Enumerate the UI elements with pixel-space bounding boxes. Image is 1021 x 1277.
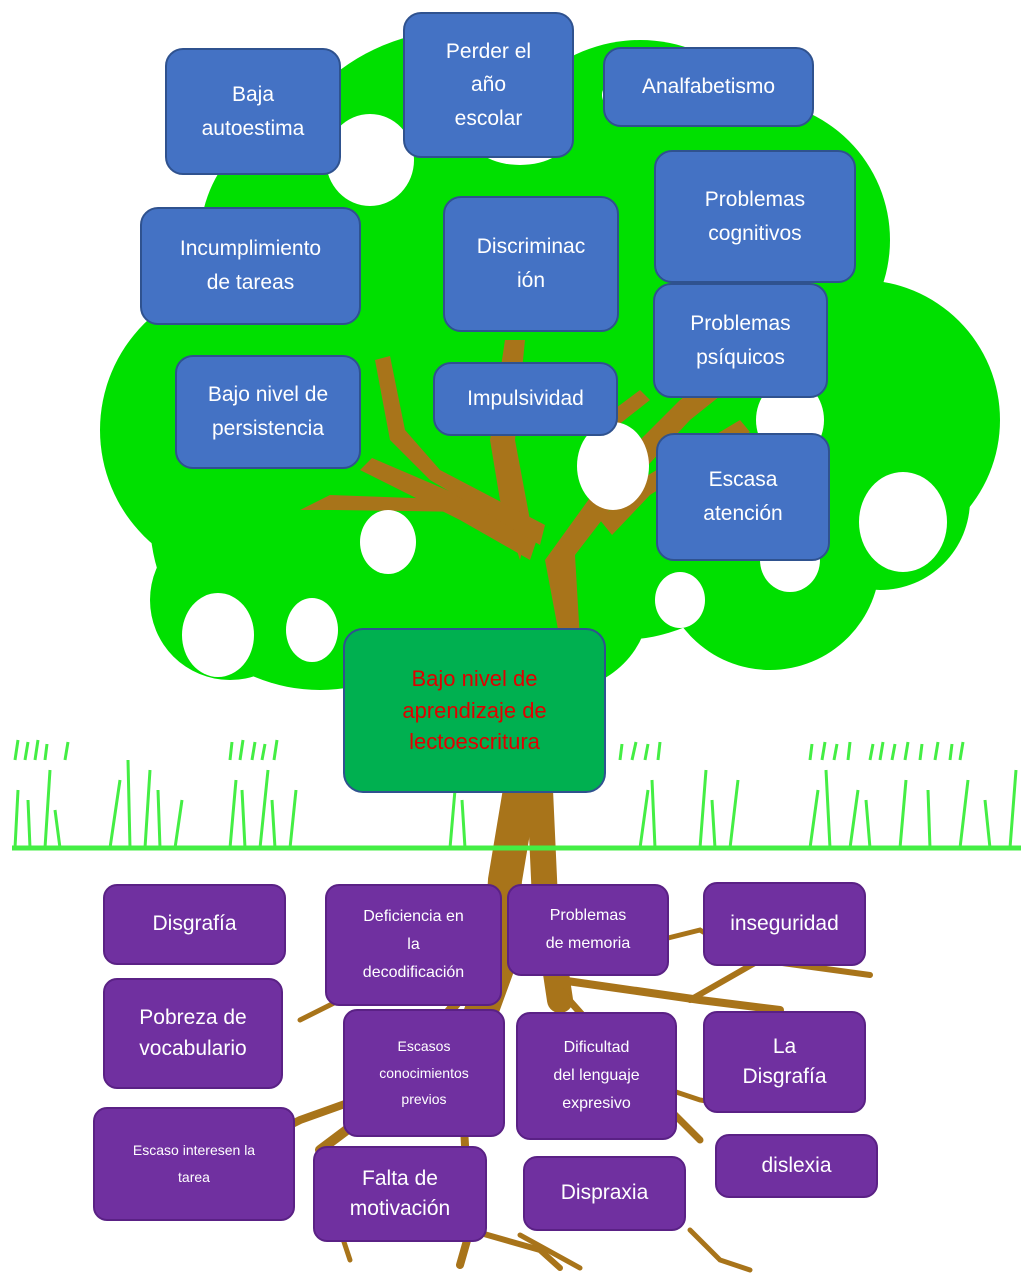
cause-box: La Disgrafía bbox=[703, 1011, 866, 1113]
effect-box: Baja autoestima bbox=[165, 48, 341, 175]
cause-box: Disgrafía bbox=[103, 884, 286, 965]
effect-box: Analfabetismo bbox=[603, 47, 814, 127]
cause-box: Dispraxia bbox=[523, 1156, 686, 1231]
grass bbox=[12, 739, 1021, 851]
effect-box: Bajo nivel de persistencia bbox=[175, 355, 361, 469]
cause-box: Escaso interesen la tarea bbox=[93, 1107, 295, 1221]
cause-box: Escasos conocimientos previos bbox=[343, 1009, 505, 1137]
central-problem-box: Bajo nivel de aprendizaje de lectoescrit… bbox=[343, 628, 606, 793]
cause-box: inseguridad bbox=[703, 882, 866, 966]
effect-box: Discriminac ión bbox=[443, 196, 619, 332]
effect-box: Problemas cognitivos bbox=[654, 150, 856, 283]
effect-box: Perder el año escolar bbox=[403, 12, 574, 158]
cause-box: Deficiencia en la decodificación bbox=[325, 884, 502, 1006]
cause-box: Problemas de memoria bbox=[507, 884, 669, 976]
cause-box: Pobreza de vocabulario bbox=[103, 978, 283, 1089]
effect-box: Escasa atención bbox=[656, 433, 830, 561]
effect-box: Incumplimiento de tareas bbox=[140, 207, 361, 325]
cause-box: Dificultad del lenguaje expresivo bbox=[516, 1012, 677, 1140]
effect-box: Impulsividad bbox=[433, 362, 618, 436]
cause-box: Falta de motivación bbox=[313, 1146, 487, 1242]
effect-box: Problemas psíquicos bbox=[653, 283, 828, 398]
cause-box: dislexia bbox=[715, 1134, 878, 1198]
